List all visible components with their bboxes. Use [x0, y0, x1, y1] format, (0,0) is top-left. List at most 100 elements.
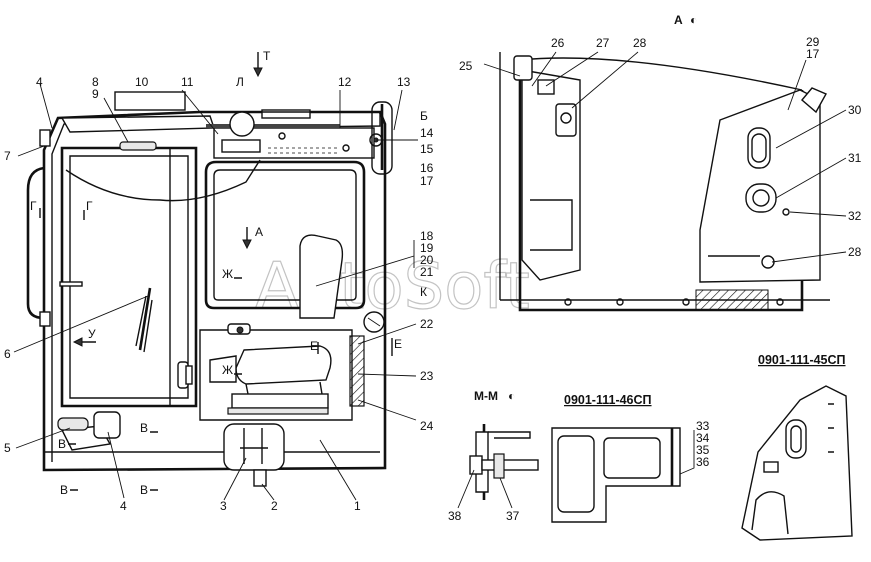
seat-backrest: [299, 234, 344, 319]
callout-35: 35: [696, 443, 710, 457]
view-a-floor-bolt-1: [564, 298, 572, 306]
mm-nut: [493, 453, 505, 479]
leader-26: [531, 51, 557, 87]
seat-console-outline: [199, 329, 353, 421]
header-vent-lines: [268, 147, 340, 154]
marker-l: Л: [236, 75, 244, 89]
leader-8: [103, 97, 129, 143]
curtain-curve: [65, 159, 261, 202]
marker-e-inner: Е: [310, 339, 318, 353]
part-code-46: 0901-111-46СП: [564, 393, 652, 407]
callout-1: 1: [354, 499, 361, 513]
leader-3: [223, 457, 247, 501]
callout-32: 32: [848, 209, 862, 223]
view-a-bracket-25: [513, 55, 533, 81]
view-a-port-30-inner: [751, 133, 767, 163]
wiper-arm: [138, 287, 152, 351]
console-vent-knob: [236, 326, 244, 334]
leader-28a: [571, 51, 639, 109]
roof-panel: [60, 115, 215, 133]
callout-13: 13: [397, 75, 411, 89]
callout-30: 30: [848, 103, 862, 117]
leader-lines: [13, 51, 847, 509]
part-46-left-pocket: [557, 435, 595, 513]
part-46-right-pocket: [603, 437, 661, 479]
mm-bolt-head: [469, 455, 483, 475]
marker-v-2: В: [140, 421, 148, 435]
view-a-rotation-symbol: ◐: [690, 13, 697, 27]
marker-g-right: Г: [86, 199, 93, 213]
callout-numbers: 4 7 8 9 10 11 12 13 14 15 16 17 18 19 20…: [4, 35, 862, 523]
view-a-port-31-inner: [752, 189, 770, 207]
header-bolt-2: [342, 144, 350, 152]
callout-7: 7: [4, 149, 11, 163]
side-window-frame: [204, 160, 366, 310]
callout-31: 31: [848, 151, 862, 165]
callout-18: 18: [420, 229, 434, 243]
leader-31: [775, 157, 847, 199]
header-box: [221, 139, 261, 153]
seat-suspension: [231, 393, 329, 409]
view-a-title: А: [674, 13, 683, 27]
detail-l-circle: [229, 111, 255, 137]
callout-17-view-a: 17: [806, 47, 820, 61]
view-a-lower-box: [530, 199, 573, 251]
view-a-floor-bolt-2: [616, 298, 624, 306]
leader-6: [13, 295, 149, 353]
view-a-top-clip: [801, 87, 827, 114]
callout-37: 37: [506, 509, 520, 523]
marker-u: У: [88, 327, 96, 341]
leader-37: [499, 477, 513, 509]
leader-32: [789, 211, 847, 217]
marker-t: Т: [263, 49, 271, 63]
side-window-glass: [213, 169, 357, 301]
roof-top-box: [114, 91, 186, 111]
leader-20: [315, 255, 415, 287]
callout-28-right: 28: [848, 245, 862, 259]
floor-hatch: [223, 423, 285, 471]
leader-13: [393, 89, 403, 131]
view-titles: А ◐ М-М ◐ 0901-111-46СП 0901-111-45СП: [474, 13, 846, 407]
marker-u-arrowhead: [72, 337, 83, 347]
leader-38: [457, 469, 475, 509]
marker-b-cyr: Б: [420, 109, 428, 123]
part-45-outline: [741, 385, 853, 541]
front-window-glass: [69, 155, 189, 399]
window-latch: [59, 281, 83, 287]
section-mm: [469, 424, 539, 500]
part-45-port-inner: [790, 425, 802, 453]
wiper-blade: [135, 295, 153, 353]
leader-28b: [771, 251, 847, 263]
part-code-45: 0901-111-45СП: [758, 353, 846, 367]
marker-v-1: В: [58, 437, 66, 451]
callout-36: 36: [696, 455, 710, 469]
leader-29: [787, 59, 807, 111]
marker-zh-upper: Ж: [222, 267, 233, 281]
callout-25: 25: [459, 59, 473, 73]
callout-22: 22: [420, 317, 434, 331]
marker-e-outer: Е: [394, 337, 402, 351]
detail-k-mark: [367, 317, 381, 327]
view-a-floor-bolt-4: [776, 298, 784, 306]
left-bracket-bottom: [39, 311, 51, 327]
view-a-device-knob: [560, 112, 572, 124]
leader-33-36: [679, 430, 695, 475]
part-46: [551, 427, 681, 523]
leader-5: [15, 427, 71, 449]
callout-12: 12: [338, 75, 352, 89]
door-handle-grip: [185, 365, 193, 385]
leader-11: [181, 89, 219, 135]
left-bracket-top: [39, 129, 51, 147]
view-a-device-28: [555, 103, 577, 137]
part-46-outline: [551, 427, 681, 523]
side-insulation-panel: [349, 335, 365, 407]
marker-a-arrowhead: [242, 239, 252, 250]
marker-zh-lower: Ж: [222, 363, 233, 377]
marker-g-left: Г: [30, 199, 37, 213]
callout-10: 10: [135, 75, 149, 89]
leader-25: [483, 63, 521, 77]
floor-drain-pipe: [253, 469, 267, 487]
callout-19: 19: [420, 241, 434, 255]
callout-26: 26: [551, 36, 565, 50]
main-cab-view: [26, 52, 393, 487]
